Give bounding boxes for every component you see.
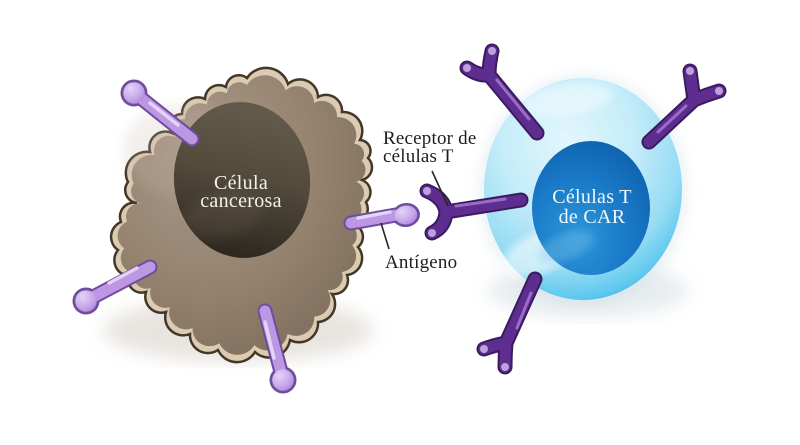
car-t-cell-label: Células T de CAR bbox=[552, 186, 632, 228]
receptor-bottom bbox=[476, 271, 543, 375]
receptor-pointer-line bbox=[431, 170, 449, 207]
receptor-top-right bbox=[641, 63, 727, 150]
antigen-binding bbox=[343, 202, 420, 231]
antigen-label: Antígeno bbox=[385, 252, 457, 273]
receptor-label-line2: células T bbox=[383, 146, 454, 167]
receptor-label: Receptor de células T bbox=[383, 128, 476, 167]
cancer-cell bbox=[109, 66, 374, 364]
t-cell-gloss-top bbox=[518, 83, 614, 117]
antigen-bottom bbox=[257, 303, 297, 394]
antigen-lower-left bbox=[72, 259, 158, 315]
cancer-cell-label: Célula cancerosa bbox=[200, 172, 282, 212]
t-cell-nucleus-sheen bbox=[537, 230, 595, 264]
cancer-cell-label-line1: Célula bbox=[214, 172, 268, 194]
car-t-cell-label-line2: de CAR bbox=[559, 206, 626, 228]
car-t-cell-label-line1: Células T bbox=[552, 186, 632, 208]
antigen-top-left bbox=[120, 79, 200, 147]
receptor-binding bbox=[419, 183, 529, 241]
nucleus-sheen bbox=[180, 191, 264, 239]
cancer-cell-label-line2: cancerosa bbox=[200, 190, 282, 212]
car-t-cell bbox=[478, 74, 688, 308]
antigen-pointer-line bbox=[380, 222, 390, 250]
receptor-label-line1: Receptor de bbox=[383, 128, 476, 149]
receptor-top-left bbox=[459, 43, 545, 141]
